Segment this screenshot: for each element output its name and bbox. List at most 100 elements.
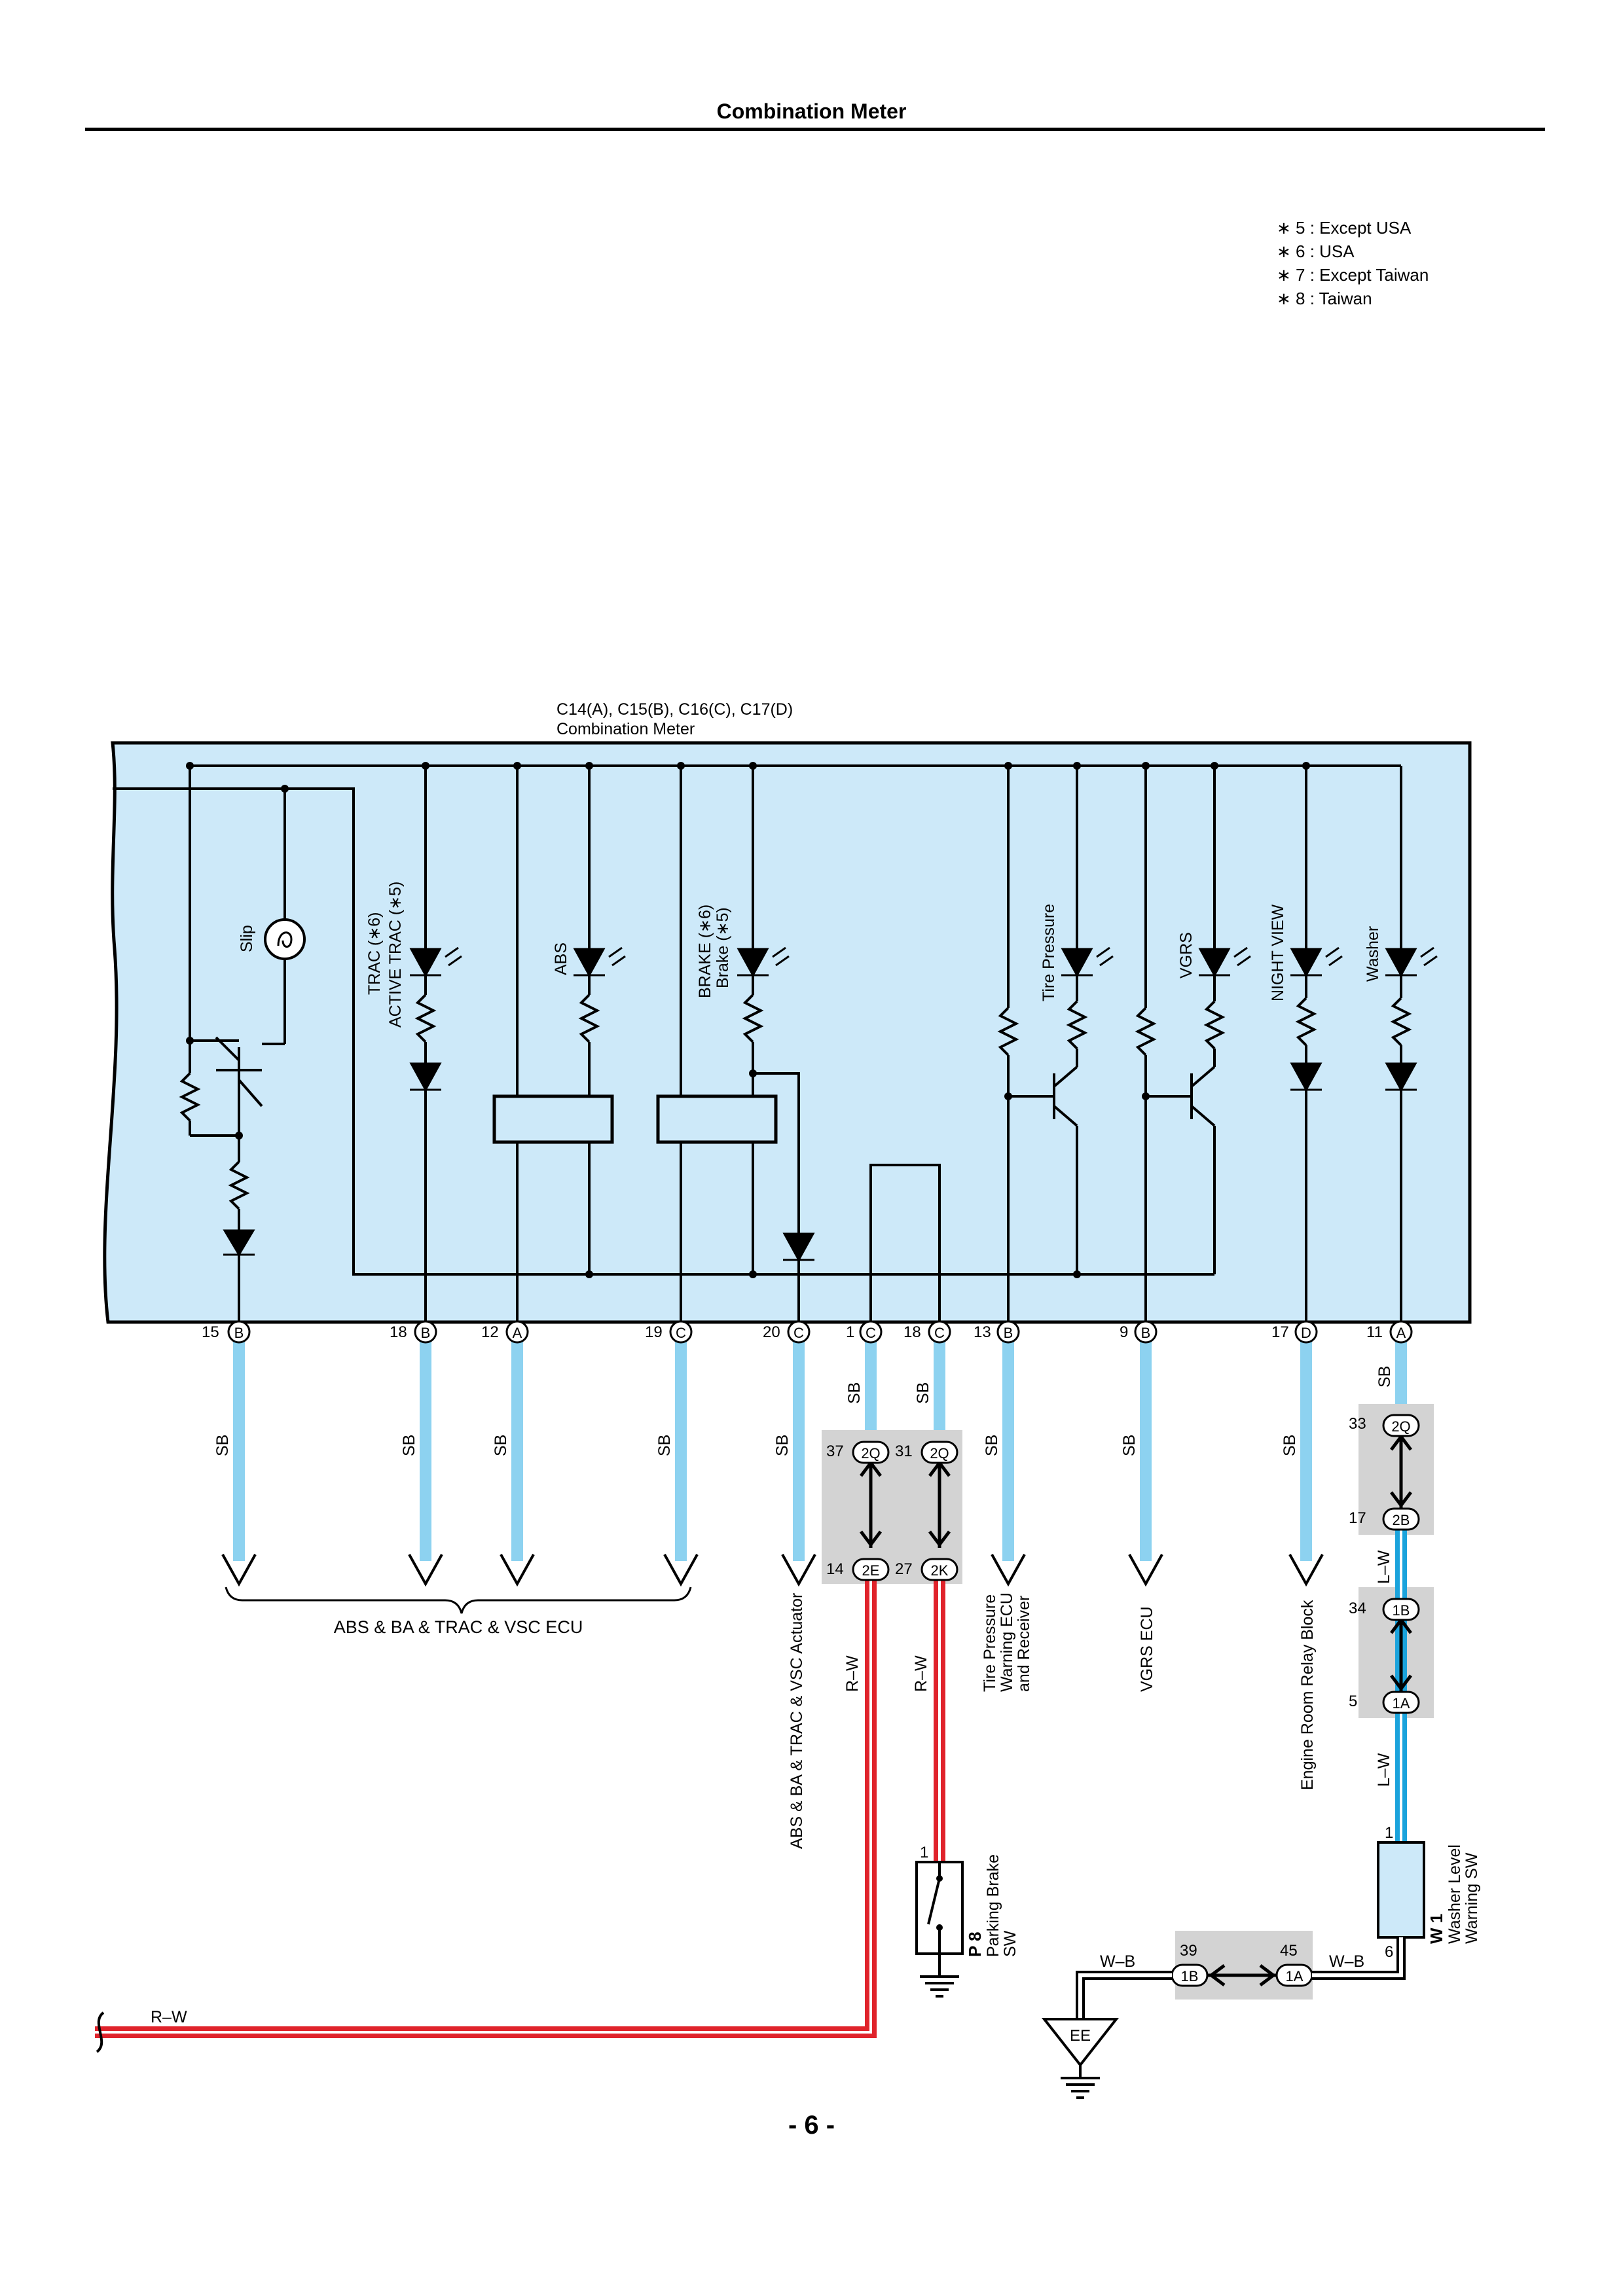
label-night-view: NIGHT VIEW [1269, 904, 1287, 1001]
p8-code: P 8 [965, 1931, 985, 1957]
note-taiwan: ∗ 8 : Taiwan [1277, 289, 1372, 308]
svg-text:2Q: 2Q [861, 1445, 880, 1462]
svg-text:2Q: 2Q [1391, 1418, 1410, 1435]
ground-icon [1061, 2065, 1100, 2099]
svg-text:SB: SB [845, 1382, 864, 1404]
svg-text:W–B: W–B [1329, 1952, 1364, 1971]
w1-pin-bottom: 6 [1385, 1943, 1393, 1961]
dest-tire-ecu-3: and Receiver [1015, 1596, 1033, 1692]
svg-text:5: 5 [1349, 1693, 1357, 1710]
svg-text:2Q: 2Q [930, 1445, 949, 1462]
pin-connector: C [793, 1325, 804, 1341]
svg-text:37: 37 [826, 1443, 844, 1460]
label-brake-alt: Brake (∗5) [714, 907, 732, 988]
label-active-trac: ACTIVE TRAC (∗5) [386, 882, 405, 1028]
svg-text:39: 39 [1180, 1942, 1197, 1960]
svg-text:17: 17 [1349, 1509, 1366, 1527]
p8-name-2: SW [1001, 1930, 1019, 1957]
svg-text:2B: 2B [1393, 1512, 1410, 1528]
svg-text:SB: SB [983, 1435, 1001, 1456]
pin-connector: A [513, 1325, 522, 1341]
svg-text:SB: SB [1120, 1435, 1139, 1456]
title-rule [85, 128, 1545, 131]
svg-text:SB: SB [400, 1435, 418, 1456]
pin-number: 19 [645, 1323, 663, 1341]
pin-number: 15 [202, 1323, 219, 1341]
note-except-taiwan: ∗ 7 : Except Taiwan [1277, 265, 1429, 285]
wire-end-arrows [221, 1554, 1324, 1587]
pin-number: 18 [390, 1323, 407, 1341]
vsc-ecu-brace [225, 1587, 692, 1614]
label-abs: ABS [552, 942, 570, 975]
meter-pins: 15 B 18 B 12 A 19 C 20 C 1 C 18 C 13 B 9… [202, 1320, 1413, 1344]
svg-text:27: 27 [895, 1560, 913, 1578]
rw-wires [95, 1577, 945, 2038]
svg-text:SB: SB [655, 1435, 674, 1456]
pin-number: 17 [1271, 1323, 1289, 1341]
trac-diode-icon [409, 1062, 442, 1092]
label-slip: Slip [238, 925, 256, 952]
abs-module-block [492, 1094, 614, 1144]
washer-level-switch [1377, 1841, 1425, 1939]
svg-text:SB: SB [492, 1435, 510, 1456]
sb-wires [233, 1332, 1407, 1561]
page-number: - 6 - [788, 2111, 835, 2140]
svg-text:31: 31 [895, 1443, 913, 1460]
pin-connector: C [934, 1325, 945, 1341]
w1-pin-top: 1 [1385, 1824, 1393, 1842]
wire-color-labels: R–W R–W R–W L–W L–W W–B W–B [151, 1550, 1393, 2026]
dest-vgrs-ecu: VGRS ECU [1138, 1606, 1156, 1692]
note-except-usa: ∗ 5 : Except USA [1277, 218, 1412, 238]
w1-code: W 1 [1427, 1914, 1446, 1944]
label-trac: TRAC (∗6) [365, 912, 384, 995]
pin-number: 9 [1120, 1323, 1128, 1341]
svg-text:34: 34 [1349, 1600, 1366, 1617]
w1-name-1: Washer Level [1446, 1844, 1464, 1944]
note-usa: ∗ 6 : USA [1277, 242, 1355, 261]
svg-text:SB: SB [1281, 1435, 1299, 1456]
pin-number: 1 [846, 1323, 854, 1341]
label-washer: Washer [1364, 926, 1382, 982]
svg-text:1A: 1A [1393, 1695, 1410, 1712]
switch-contact-icon [920, 1862, 959, 1998]
trac-led-icon [409, 946, 462, 978]
svg-text:R–W: R–W [912, 1655, 930, 1692]
brake-module-block [656, 1094, 778, 1144]
page-title: Combination Meter [716, 99, 907, 123]
pin-number: 18 [903, 1323, 921, 1341]
pin-connector: C [676, 1325, 686, 1341]
label-vgrs: VGRS [1177, 932, 1195, 978]
svg-text:SB: SB [1376, 1366, 1394, 1388]
svg-text:L–W: L–W [1375, 1753, 1393, 1787]
combination-meter-box [103, 741, 1472, 1324]
pin-connector: B [234, 1325, 244, 1341]
svg-text:SB: SB [914, 1382, 932, 1404]
junction-connectors: 37 2Q 31 2Q 14 2E 27 2K 33 2Q 17 2B 34 1… [826, 1414, 1420, 1987]
svg-text:1B: 1B [1181, 1968, 1199, 1984]
indicator-leds [409, 946, 1438, 978]
dest-vsc-ecu: ABS & BA & TRAC & VSC ECU [334, 1617, 583, 1637]
svg-text:2K: 2K [931, 1562, 949, 1579]
washer-led-icon [1385, 946, 1438, 978]
p8-name-1: Parking Brake [984, 1854, 1002, 1957]
meter-connectors-label: C14(A), C15(B), C16(C), C17(D) [556, 700, 793, 719]
dest-relay-block: Engine Room Relay Block [1298, 1600, 1317, 1790]
slip-lamp-icon [264, 918, 306, 960]
svg-text:SB: SB [773, 1435, 792, 1456]
pin-connector: B [421, 1325, 431, 1341]
slip-diode-icon [223, 1229, 255, 1257]
svg-text:SB: SB [213, 1435, 232, 1456]
abs-led-icon [573, 946, 626, 978]
junction-dots [186, 762, 1310, 1278]
svg-text:1A: 1A [1286, 1968, 1304, 1984]
pin-connector: B [1141, 1325, 1151, 1341]
ground-label: EE [1070, 2027, 1091, 2045]
pin-number: 12 [481, 1323, 499, 1341]
vgrs-led-icon [1198, 946, 1251, 978]
pin-number: 13 [974, 1323, 991, 1341]
dest-vsc-actuator: ABS & BA & TRAC & VSC Actuator [788, 1593, 806, 1849]
washer-diode-icon [1385, 1062, 1417, 1092]
svg-text:14: 14 [826, 1560, 844, 1578]
svg-text:1B: 1B [1393, 1602, 1410, 1619]
